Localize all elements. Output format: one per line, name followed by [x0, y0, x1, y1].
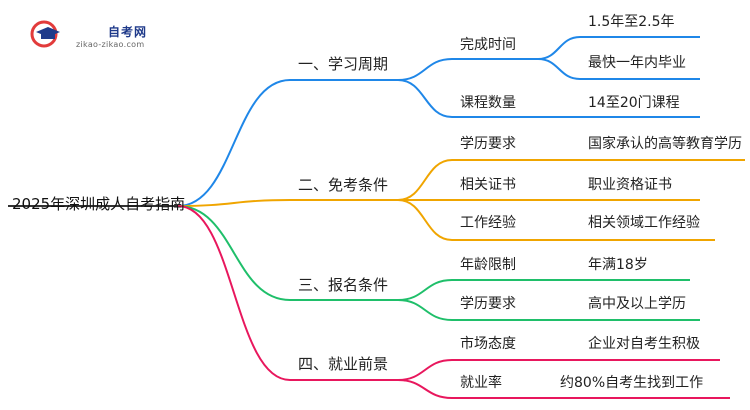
- leaf-vocational-certificate: 职业资格证书: [588, 177, 672, 193]
- leaf-employment-80: 约80%自考生找到工作: [560, 375, 704, 391]
- branch-exemption: 二、免考条件: [298, 176, 389, 194]
- leaf-positive-attitude: 企业对自考生积极: [588, 336, 700, 352]
- connector-root-branch-3: [177, 205, 291, 301]
- node-work-experience: 工作经验: [460, 215, 516, 231]
- leaf-fastest-graduation: 最快一年内毕业: [588, 55, 686, 71]
- leaf-completion-range: 1.5年至2.5年: [588, 14, 675, 30]
- graduation-cap-icon: [30, 20, 60, 48]
- connector-branch-4-node-1: [397, 359, 453, 381]
- logo-title: 自考网: [108, 25, 148, 39]
- branch-employment: 四、就业前景: [298, 355, 389, 373]
- node-certificates: 相关证书: [460, 177, 516, 193]
- node-age-limit: 年龄限制: [460, 257, 516, 273]
- site-logo: 自考网 zikao-zikao.com: [28, 18, 168, 52]
- connector-node-1-1-leaf-1: [537, 36, 581, 60]
- branch-study-period: 一、学习周期: [298, 55, 389, 73]
- connector-branch-1-node-1: [397, 58, 453, 81]
- node-completion-time: 完成时间: [460, 37, 516, 53]
- leaf-related-experience: 相关领域工作经验: [588, 215, 700, 231]
- logo-subtitle: zikao-zikao.com: [76, 40, 145, 49]
- connector-node-1-1-leaf-2: [537, 58, 581, 80]
- node-course-count: 课程数量: [460, 95, 516, 111]
- connector-branch-3-node-2: [397, 299, 453, 321]
- connector-root-branch-1: [177, 79, 291, 207]
- branch-registration: 三、报名条件: [298, 276, 389, 294]
- connector-branch-4-node-2: [397, 379, 453, 399]
- connector-branch-3-node-1: [397, 279, 453, 301]
- connector-root-branch-2: [177, 199, 291, 207]
- node-education-requirement: 学历要求: [460, 136, 516, 152]
- leaf-age-18: 年满18岁: [588, 257, 648, 273]
- node-market-attitude: 市场态度: [460, 336, 516, 352]
- leaf-course-range: 14至20门课程: [588, 95, 680, 111]
- leaf-recognized-degree: 国家承认的高等教育学历: [588, 136, 742, 152]
- connector-root-branch-4: [177, 205, 291, 381]
- connector-branch-1-node-2: [397, 79, 453, 118]
- connector-branch-2-node-1: [397, 159, 453, 201]
- node-education-requirement-2: 学历要求: [460, 296, 516, 312]
- root-topic: 2025年深圳成人自考指南: [12, 195, 186, 213]
- node-employment-rate: 就业率: [460, 375, 502, 391]
- leaf-high-school: 高中及以上学历: [588, 296, 686, 312]
- connector-branch-2-node-3: [397, 199, 453, 241]
